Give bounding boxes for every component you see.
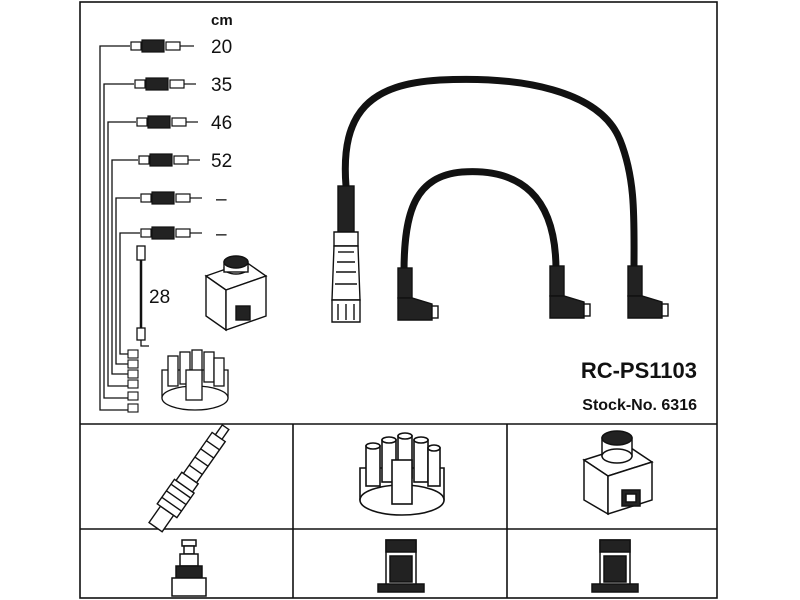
length-label-3: 46 — [211, 113, 232, 134]
cable-icon-row-1 — [130, 39, 194, 53]
length-label-4: 52 — [211, 151, 232, 172]
cable-icon-row-3 — [136, 115, 198, 129]
ignition-coil-icon — [582, 430, 654, 516]
spark-plug-icon — [148, 423, 230, 533]
coil-terminal-icon — [591, 539, 639, 593]
stock-number: Stock-No. 6316 — [582, 397, 697, 414]
coil-cable-icon — [136, 245, 149, 347]
length-label-6: – — [216, 224, 227, 245]
cable-icon-row-6 — [140, 226, 202, 240]
unit-label: cm — [211, 12, 233, 29]
coil-cable-length-label: 28 — [149, 287, 170, 308]
angled-boot-2 — [549, 265, 591, 319]
ignition-coil-icon-small — [204, 255, 268, 332]
angled-boot-1 — [397, 267, 439, 321]
main-cable-set-drawing — [341, 75, 638, 276]
connector-stack — [127, 349, 139, 413]
length-label-1: 20 — [211, 37, 232, 58]
length-label-5: – — [216, 189, 227, 210]
product-code: RC-PS1103 — [581, 358, 697, 383]
straight-boot — [331, 185, 361, 323]
length-key — [99, 45, 140, 411]
frame — [79, 1, 718, 599]
cable-icon-row-4 — [138, 153, 200, 167]
cable-icon-row-5 — [140, 191, 202, 205]
length-label-2: 35 — [211, 75, 232, 96]
cap-terminal-icon — [377, 539, 425, 593]
angled-boot-3 — [627, 265, 669, 319]
plug-terminal-icon — [171, 539, 207, 597]
distributor-cap-icon-small — [161, 349, 229, 411]
cable-icon-row-2 — [134, 77, 196, 91]
distributor-cap-icon — [359, 432, 445, 516]
